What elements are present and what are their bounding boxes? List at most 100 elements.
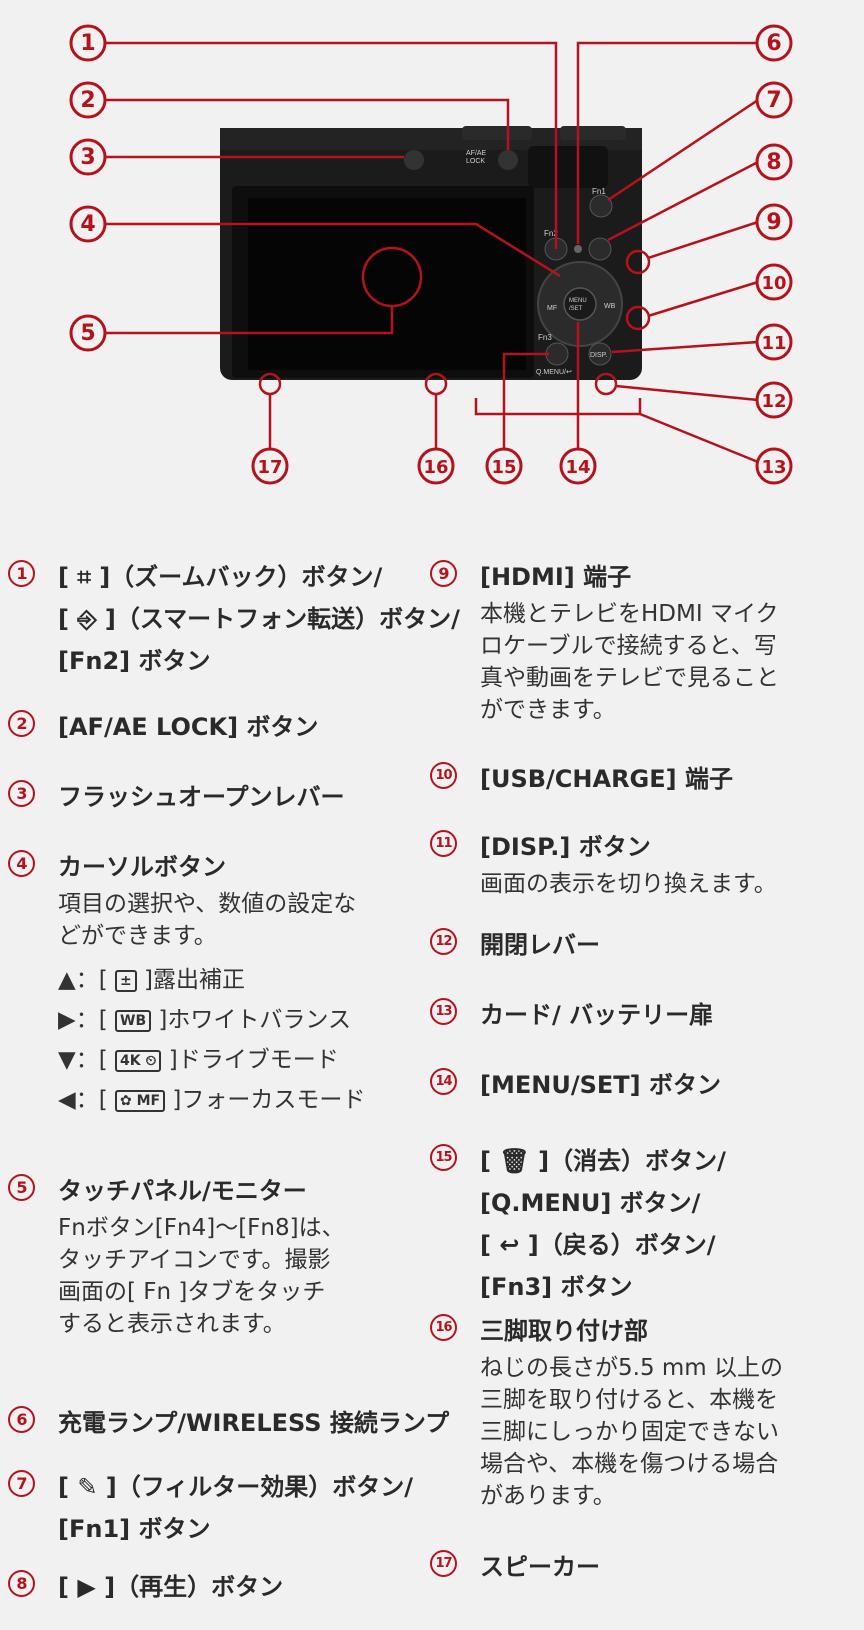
legend-number-16: 16	[430, 1314, 457, 1341]
legend-title-line: カーソルボタン	[58, 853, 226, 881]
legend-title: [MENU/SET] ボタン	[480, 1064, 721, 1106]
fn3-label: Fn3	[538, 333, 552, 342]
legend-number-14: 14	[430, 1068, 457, 1095]
legend-title-line: スピーカー	[480, 1553, 600, 1581]
legend-title-line: [MENU/SET] ボタン	[480, 1071, 721, 1099]
legend-description-line: があります。	[480, 1483, 616, 1509]
legend-number-13: 13	[430, 998, 457, 1025]
fn2-label: Fn2	[544, 229, 558, 238]
callout-3: 3	[69, 138, 107, 176]
arrow-icon: ◀：	[58, 1087, 99, 1113]
legend-title-line: [Fn3] ボタン	[480, 1273, 633, 1301]
legend-title-line: カード/ バッテリー扉	[480, 1001, 714, 1029]
cursor-key-label: ホワイトバランス	[167, 1007, 351, 1033]
legend-title-line: [ ▶ ]（再生）ボタン	[58, 1573, 284, 1601]
legend-description-line: ができます。	[480, 697, 616, 723]
legend-title-line: フラッシュオープンレバー	[58, 783, 345, 811]
cursor-key-row: ▼：[ 4K ⏲ ]ドライブモード	[58, 1047, 339, 1073]
callout-17: 17	[251, 447, 289, 485]
callout-7: 7	[755, 81, 793, 119]
qmenu-label: Q.MENU/↩	[536, 369, 572, 376]
legend-title: タッチパネル/モニター	[58, 1170, 307, 1212]
legend-number-2: 2	[8, 710, 35, 737]
svg-text:4: 4	[80, 212, 95, 237]
legend-description: 画面の表示を切り換えます。	[480, 868, 777, 900]
legend-number-15: 15	[430, 1144, 457, 1171]
legend-number-6: 6	[8, 1406, 35, 1433]
legend-title-line: 充電ランプ/WIRELESS 接続ランプ	[58, 1409, 450, 1437]
legend-number-11: 11	[430, 830, 457, 857]
legend-description-line: 真や動画をテレビで見ること	[480, 665, 779, 691]
legend-description-line: 三脚にしっかり固定できない	[480, 1419, 779, 1445]
legend-description-line: 画面の[ Fn ]タブをタッチ	[58, 1279, 326, 1305]
arrow-icon: ▼：	[58, 1047, 99, 1073]
legend-title: [ ⌗ ]（ズームバック）ボタン/[ ⎆ ]（スマートフォン転送）ボタン/[Fn…	[58, 556, 460, 682]
camera-body	[220, 126, 642, 380]
legend-title-line: タッチパネル/モニター	[58, 1177, 307, 1205]
svg-text:1: 1	[80, 31, 95, 56]
svg-text:5: 5	[80, 321, 95, 346]
legend-number-4: 4	[8, 850, 35, 877]
callout-6: 6	[755, 24, 793, 62]
callout-4: 4	[69, 205, 107, 243]
callout-1: 1	[69, 24, 107, 62]
legend-description-line: 画面の表示を切り換えます。	[480, 871, 777, 897]
legend-description-line: どができます。	[58, 923, 217, 949]
legend-title-line: [USB/CHARGE] 端子	[480, 765, 733, 793]
mode-icon: 4K ⏲	[115, 1049, 162, 1072]
wb-label: WB	[604, 303, 616, 310]
callout-8: 8	[755, 143, 793, 181]
svg-text:16: 16	[423, 457, 448, 478]
legend-title-line: [AF/AE LOCK] ボタン	[58, 713, 319, 741]
legend-description-line: すると表示されます。	[58, 1311, 286, 1337]
legend-number-12: 12	[430, 928, 457, 955]
svg-text:2: 2	[80, 88, 95, 113]
legend-title-line: [ ✎ ]（フィルター効果）ボタン/	[58, 1473, 414, 1501]
svg-text:15: 15	[491, 457, 516, 478]
legend-title-line: [ 🗑 ]（消去）ボタン/	[480, 1147, 726, 1175]
svg-text:12: 12	[761, 391, 786, 412]
legend-title: [HDMI] 端子	[480, 556, 631, 598]
legend-title-line: [ ⎆ ]（スマートフォン転送）ボタン/	[58, 605, 460, 633]
legend-title-line: [HDMI] 端子	[480, 563, 632, 591]
arrow-icon: ▲：	[58, 967, 99, 993]
legend-title: カーソルボタン	[58, 846, 226, 888]
legend-number-3: 3	[8, 780, 35, 807]
disp-label: DISP.	[590, 352, 607, 359]
legend-title: [AF/AE LOCK] ボタン	[58, 706, 318, 748]
callout-13: 13	[755, 447, 793, 485]
callout-10: 10	[755, 263, 793, 301]
cursor-key-row: ◀：[ ✿ MF ]フォーカスモード	[58, 1087, 366, 1113]
arrow-icon: ▶：	[58, 1007, 99, 1033]
legend-title: [ 🗑 ]（消去）ボタン/[Q.MENU] ボタン/[ ↩ ]（戻る）ボタン/[…	[480, 1140, 726, 1308]
svg-text:17: 17	[257, 457, 282, 478]
legend-title: [USB/CHARGE] 端子	[480, 758, 733, 800]
legend-description-line: タッチアイコンです。撮影	[58, 1247, 331, 1273]
mode-icon: WB	[115, 1009, 152, 1032]
legend-title: カード/ バッテリー扉	[480, 994, 713, 1036]
svg-text:6: 6	[766, 31, 781, 56]
legend-description: 本機とテレビをHDMI マイクロケーブルで接続すると、写真や動画をテレビで見るこ…	[480, 598, 779, 726]
legend-number-17: 17	[430, 1550, 457, 1577]
cursor-key-row: ▶：[ WB ]ホワイトバランス	[58, 1007, 351, 1033]
legend-description: 項目の選択や、数値の設定などができます。	[58, 888, 356, 952]
legend-title-line: [DISP.] ボタン	[480, 833, 651, 861]
cursor-key-label: フォーカスモード	[181, 1087, 366, 1113]
svg-text:9: 9	[766, 210, 781, 235]
legend-description-line: 項目の選択や、数値の設定な	[58, 891, 357, 917]
svg-text:11: 11	[761, 333, 786, 354]
legend-description-line: ねじの長さが5.5 mm 以上の	[480, 1355, 784, 1381]
legend-title-line: 開閉レバー	[480, 931, 600, 959]
camera-back-diagram: Fn1 Fn2 Fn3 DISP. Q.MENU/↩ WB MF MENU/SE…	[69, 24, 793, 485]
legend-number-1: 1	[8, 560, 35, 587]
mode-icon: ✿ MF	[115, 1089, 166, 1112]
legend-title: 三脚取り付け部	[480, 1310, 648, 1352]
legend-title-line: [ ↩ ]（戻る）ボタン/	[480, 1231, 716, 1259]
callout-15: 15	[485, 447, 523, 485]
svg-text:7: 7	[766, 88, 781, 113]
callout-5: 5	[69, 314, 107, 352]
legend-title: [ ▶ ]（再生）ボタン	[58, 1566, 283, 1608]
svg-text:10: 10	[761, 273, 786, 294]
svg-text:14: 14	[565, 457, 590, 478]
mf-label: MF	[547, 305, 557, 312]
